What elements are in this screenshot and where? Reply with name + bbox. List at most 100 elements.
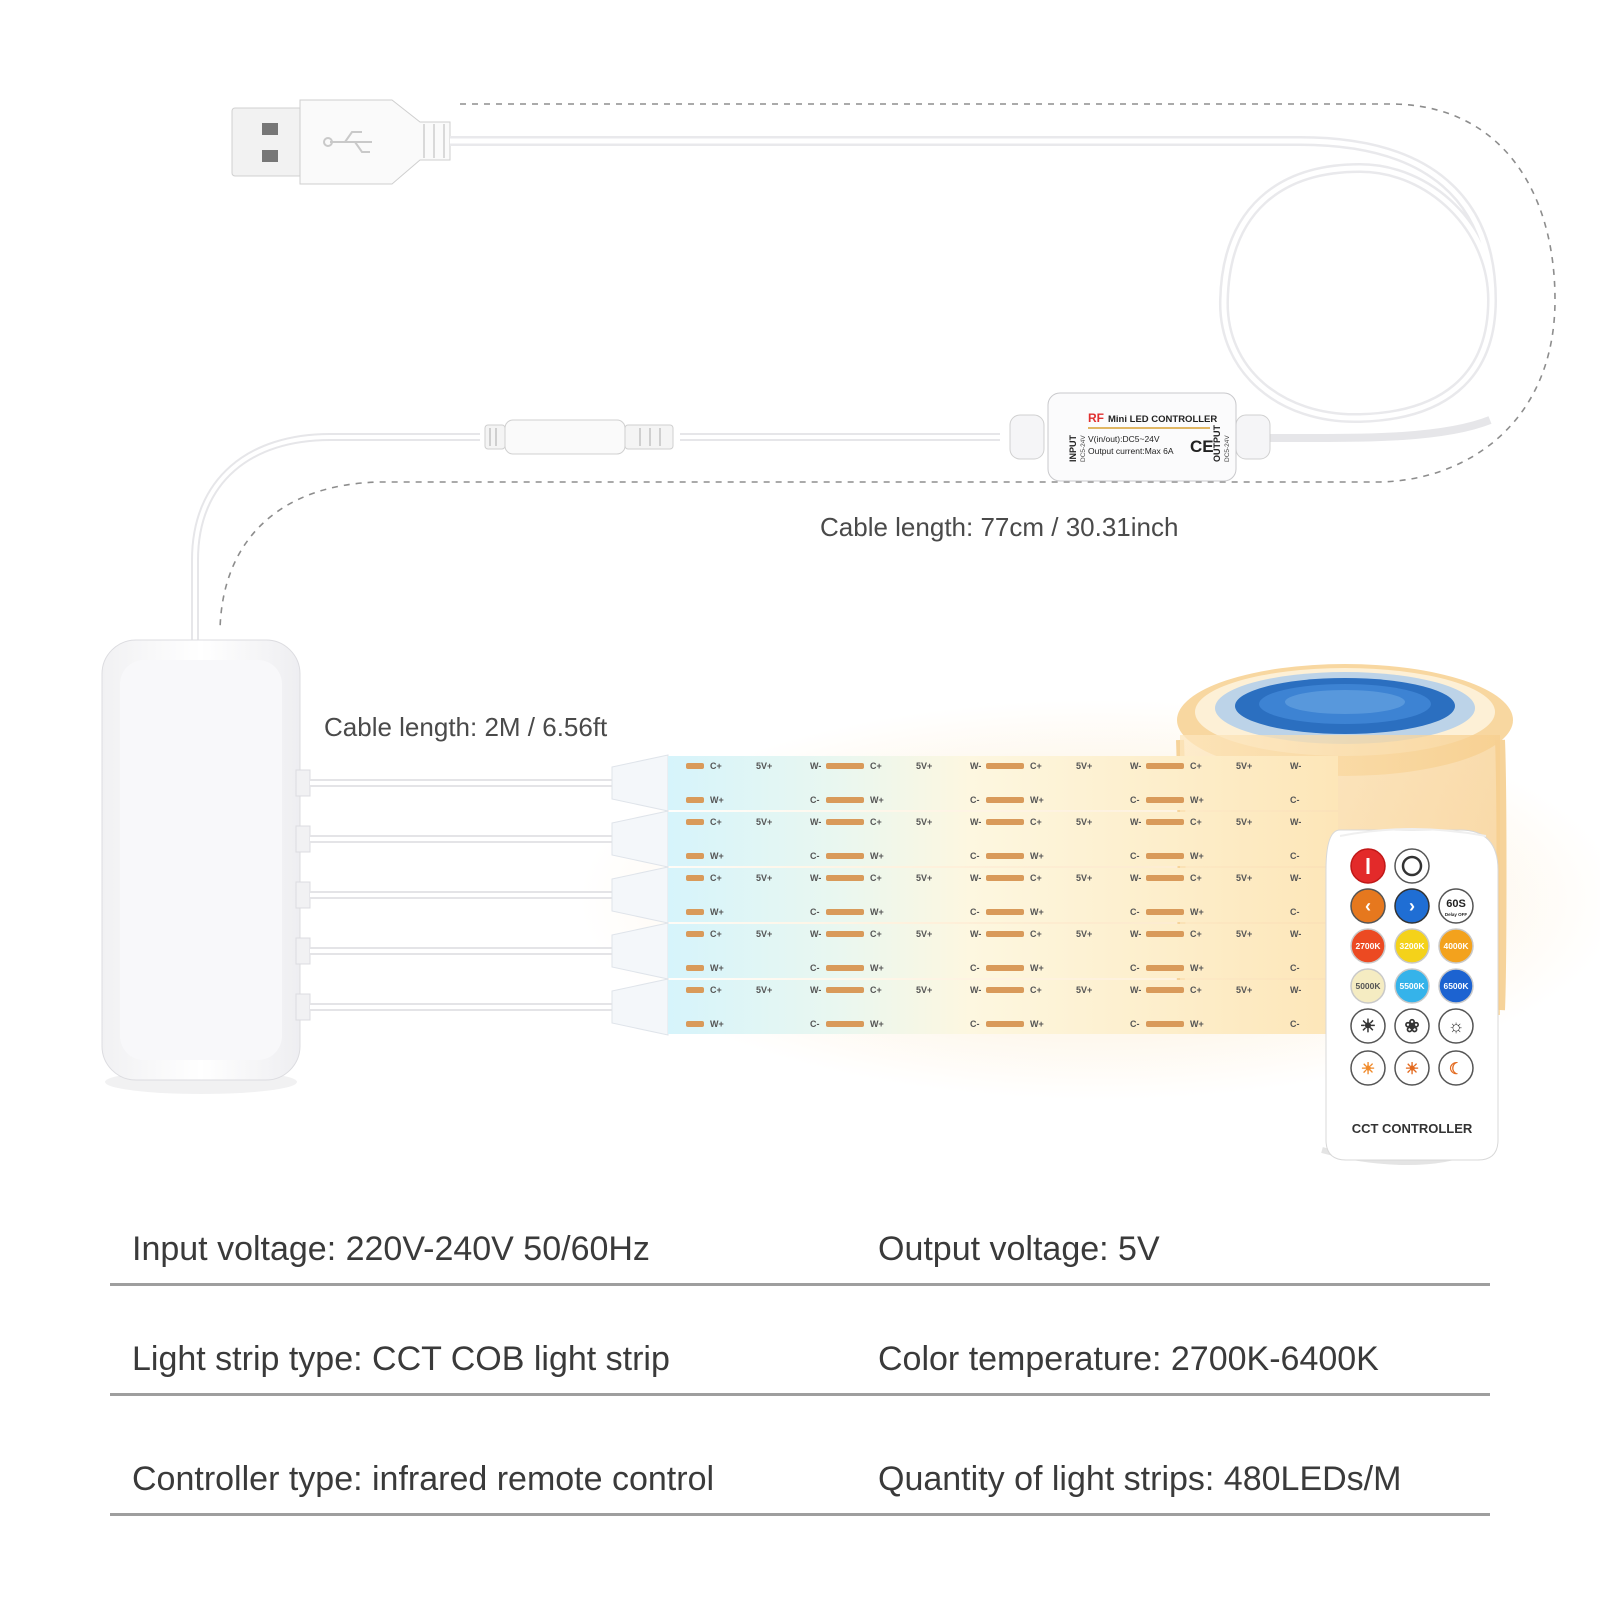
controller-spec-line1: V(in/out):DC5~24V (1088, 434, 1160, 444)
strip-polarity-label: C+ (1030, 985, 1042, 995)
strip-polarity-label: W+ (870, 907, 884, 917)
spec-strip-type: Light strip type: CCT COB light strip (132, 1340, 670, 1378)
strip-polarity-label: W- (970, 929, 981, 939)
strip-polarity-label: C- (1130, 963, 1140, 973)
next-button[interactable] (1394, 888, 1430, 924)
strip-polarity-label: W- (810, 761, 821, 771)
power-off-button[interactable] (1394, 848, 1430, 884)
copper-pad (1006, 797, 1024, 803)
copper-pad (1006, 965, 1024, 971)
strip-polarity-label: C+ (1030, 929, 1042, 939)
color-temp-button[interactable] (1394, 968, 1430, 1004)
copper-pad (846, 875, 864, 881)
copper-pad (1166, 965, 1184, 971)
power-splitter-box (101, 639, 311, 1094)
strip-polarity-label: 5V+ (916, 873, 932, 883)
night-button[interactable] (1438, 1050, 1474, 1086)
strip-polarity-label: C- (1130, 851, 1140, 861)
strip-polarity-label: W+ (870, 1019, 884, 1029)
strip-polarity-label: 5V+ (1076, 873, 1092, 883)
mode-button[interactable] (1394, 1008, 1430, 1044)
strip-polarity-label: W+ (1030, 795, 1044, 805)
strip-polarity-label: W- (1130, 985, 1141, 995)
copper-pad (1006, 931, 1024, 937)
controller-input-range: DC5-24V (1080, 435, 1087, 462)
brightness-down-button[interactable] (1350, 1008, 1386, 1044)
strip-polarity-label: 5V+ (756, 985, 772, 995)
sunrise-button[interactable] (1350, 1050, 1386, 1086)
copper-pad (846, 909, 864, 915)
brightness-up-button[interactable] (1438, 1008, 1474, 1044)
strip-polarity-label: W- (810, 985, 821, 995)
strip-polarity-label: C+ (1030, 873, 1042, 883)
strip-polarity-label: W+ (1190, 963, 1204, 973)
strip-polarity-label: W- (810, 817, 821, 827)
led-strips: C+ 5V+ W- W+ C- C+ 5V+ W- W+ C- C+ 5V+ W- W+ C- C+ 5V+ W-… (310, 754, 1338, 1036)
copper-pad (1166, 819, 1184, 825)
sunset-icon: ☀ (1405, 1061, 1419, 1078)
strip-polarity-label: W+ (710, 1019, 724, 1029)
copper-pad (1166, 853, 1184, 859)
color-temp-label: 4000K (1443, 941, 1469, 951)
strip-polarity-label: W+ (870, 851, 884, 861)
strip-polarity-label: W+ (1030, 963, 1044, 973)
strip-polarity-label: C- (810, 1019, 820, 1029)
strip-polarity-label: C- (970, 963, 980, 973)
strip-polarity-label: C+ (1190, 929, 1202, 939)
color-temp-label: 5500K (1399, 981, 1425, 991)
dashed-guide-lines (219, 103, 1556, 631)
strip-polarity-label: C- (810, 795, 820, 805)
controller-spec-line2: Output current:Max 6A (1088, 446, 1174, 456)
strip-polarity-label: C+ (870, 985, 882, 995)
strip-polarity-label: C- (1290, 795, 1300, 805)
sun-icon: ☼ (1448, 1016, 1465, 1036)
timer-button[interactable] (1438, 888, 1474, 924)
chevron-left-icon: ‹ (1365, 896, 1371, 916)
strip-polarity-label: W- (1130, 929, 1141, 939)
spec-divider (110, 1393, 1490, 1396)
strip-polarity-label: C- (970, 795, 980, 805)
color-temp-button[interactable] (1438, 928, 1474, 964)
color-temp-button[interactable] (1350, 968, 1386, 1004)
moon-icon: ☾ (1449, 1061, 1463, 1078)
strip-polarity-label: 5V+ (1236, 873, 1252, 883)
sunset-button[interactable] (1394, 1050, 1430, 1086)
strip-polarity-label: 5V+ (1076, 985, 1092, 995)
usb-plug (231, 99, 451, 185)
strip-polarity-label: W+ (870, 795, 884, 805)
copper-pad (846, 965, 864, 971)
timer-label: 60S (1446, 898, 1466, 910)
strip-polarity-label: C- (810, 963, 820, 973)
strip-polarity-label: W+ (1030, 1019, 1044, 1029)
copper-pad (686, 931, 704, 937)
strip-polarity-label: C+ (870, 761, 882, 771)
copper-pad (686, 909, 704, 915)
strip-polarity-label: W+ (1190, 795, 1204, 805)
strip-polarity-label: C- (810, 907, 820, 917)
previous-button[interactable] (1350, 888, 1386, 924)
mini-led-controller: RF Mini LED CONTROLLER V(in/out):DC5~24V… (1009, 392, 1271, 482)
strip-cable-length: Cable length: 2M / 6.56ft (324, 712, 608, 742)
spec-input-voltage: Input voltage: 220V-240V 50/60Hz (132, 1230, 650, 1268)
strip-polarity-label: W- (1290, 929, 1301, 939)
color-temp-button[interactable] (1438, 968, 1474, 1004)
strip-polarity-label: 5V+ (1236, 761, 1252, 771)
strip-polarity-label: W- (1130, 761, 1141, 771)
color-temp-button[interactable] (1350, 928, 1386, 964)
strip-polarity-label: W- (970, 761, 981, 771)
usb-cable-coil (450, 136, 1498, 424)
color-temp-label: 5000K (1355, 981, 1381, 991)
strip-polarity-label: 5V+ (756, 929, 772, 939)
copper-pad (1166, 909, 1184, 915)
color-temp-button[interactable] (1394, 928, 1430, 964)
strip-polarity-label: C- (810, 851, 820, 861)
copper-pad (1006, 987, 1024, 993)
strip-polarity-label: W+ (870, 963, 884, 973)
strip-polarity-label: W- (1290, 873, 1301, 883)
strip-polarity-label: C- (1290, 851, 1300, 861)
strip-polarity-label: C- (970, 851, 980, 861)
strip-polarity-label: 5V+ (916, 761, 932, 771)
strip-polarity-label: W+ (710, 795, 724, 805)
copper-pad (686, 965, 704, 971)
